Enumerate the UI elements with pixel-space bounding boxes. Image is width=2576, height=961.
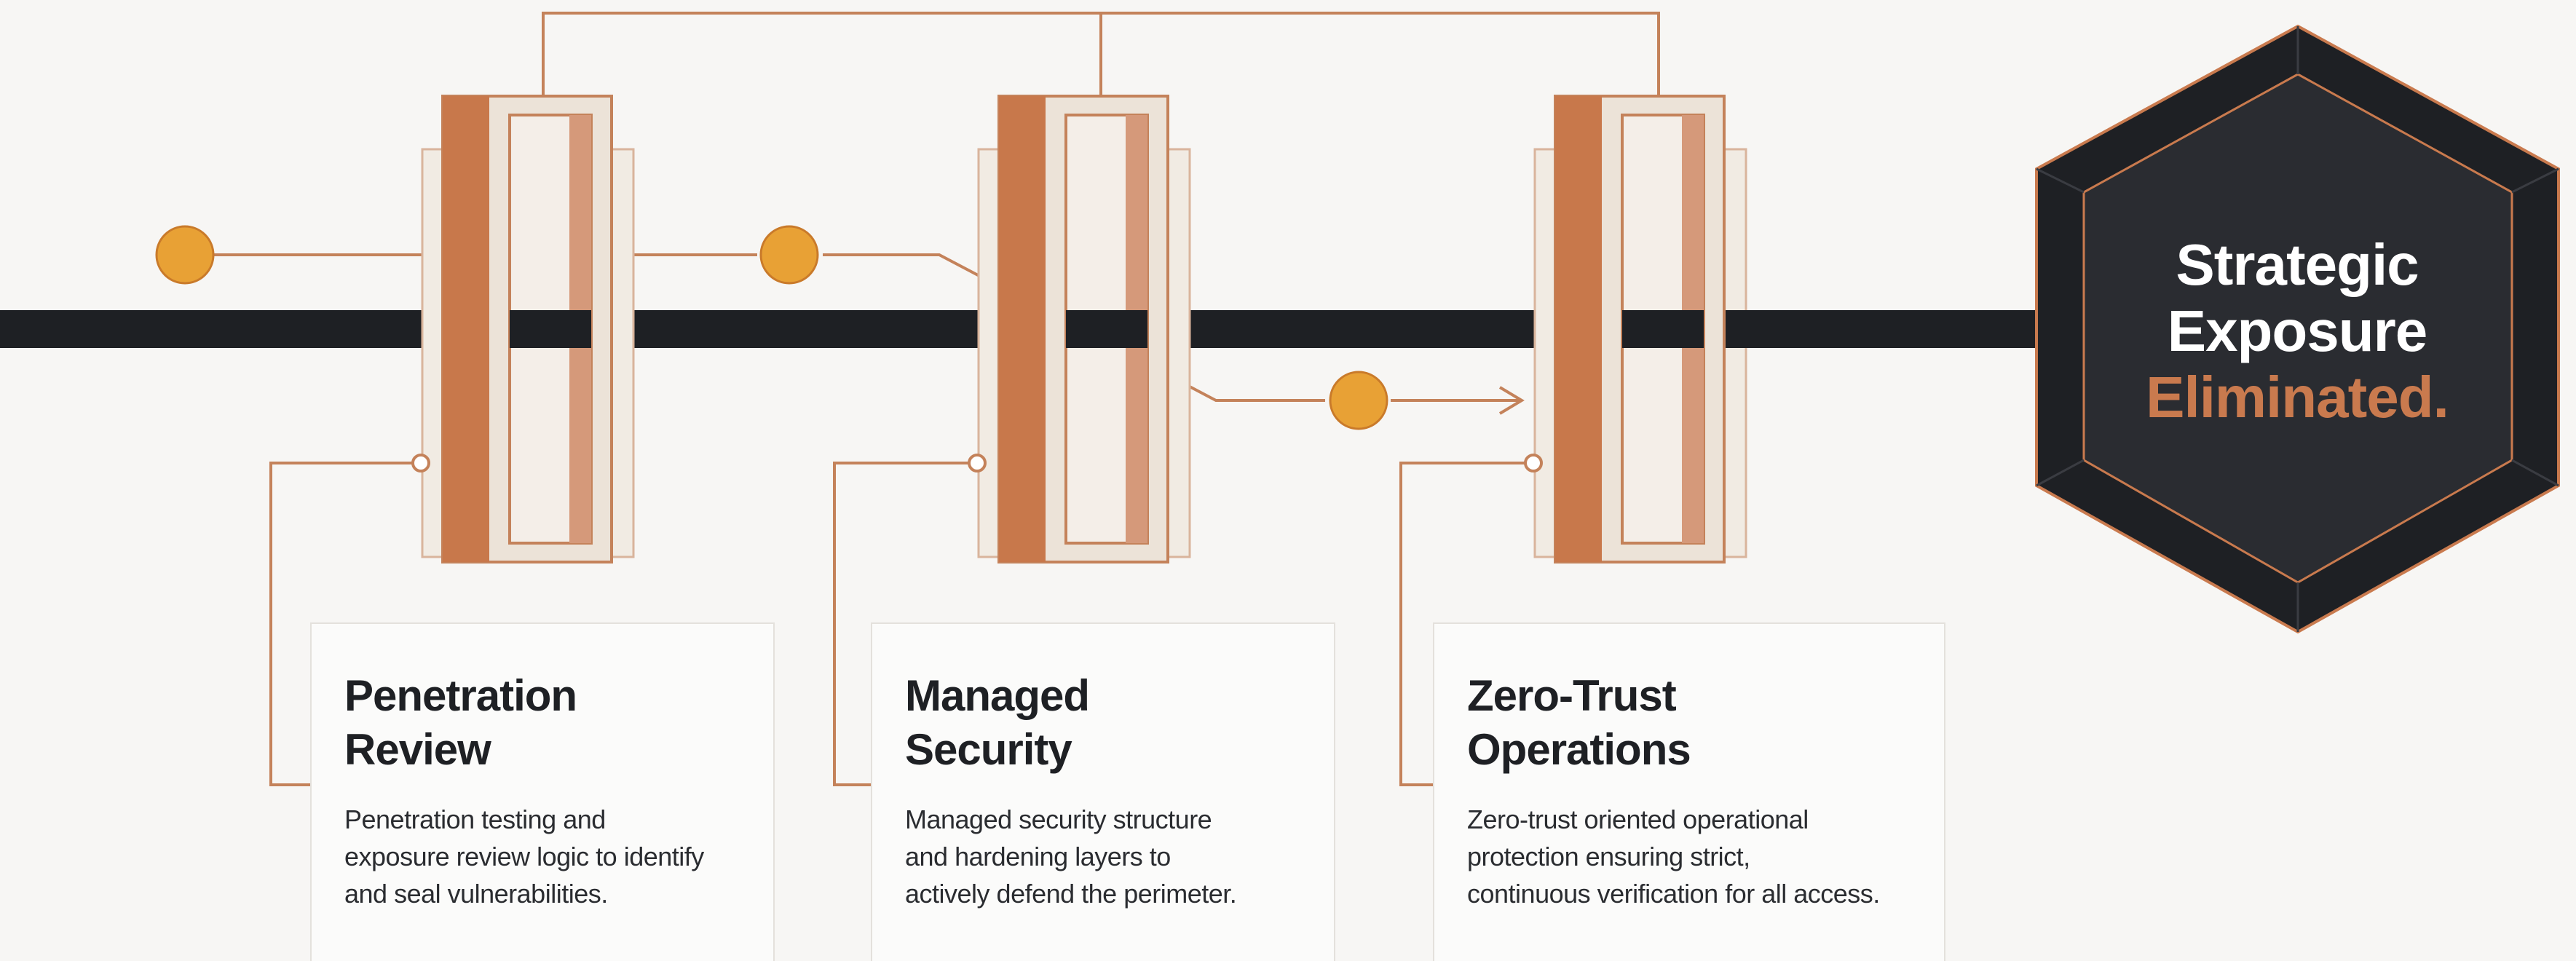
stage-title-line: Zero-Trust — [1467, 671, 1677, 720]
pipeline-bar-through — [510, 310, 2046, 348]
stage-title: Penetration Review — [344, 669, 781, 777]
stage-description-line: actively defend the perimeter. — [905, 879, 1237, 909]
goal-line-2: Exposure — [2167, 298, 2428, 363]
stage-title-line: Operations — [1467, 725, 1691, 774]
stage-description-line: continuous verification for all access. — [1467, 879, 1880, 909]
signal-node-3 — [1329, 371, 1388, 430]
stage-card-zero-trust-operations: Zero-Trust Operations Zero-trust oriente… — [1433, 622, 1945, 961]
stage-description-line: and seal vulnerabilities. — [344, 879, 608, 909]
goal-label: Strategic Exposure Eliminated. — [2035, 232, 2559, 430]
stage-title: Zero-Trust Operations — [1467, 669, 1904, 777]
goal-line-3: Eliminated. — [2146, 365, 2449, 430]
stage-card-managed-security: Managed Security Managed security struct… — [871, 622, 1335, 961]
stage-title-line: Review — [344, 725, 491, 774]
stage-description-line: protection ensuring strict, — [1467, 842, 1750, 871]
stage-card-penetration-review: Penetration Review Penetration testing a… — [310, 622, 775, 961]
stage-description: Managed security structure and hardening… — [905, 801, 1237, 912]
stage-title: Managed Security — [905, 669, 1342, 777]
filter-block-2 — [977, 95, 1191, 563]
signal-node-2 — [759, 225, 819, 285]
stage-title-line: Penetration — [344, 671, 577, 720]
card-connectors — [269, 462, 1533, 786]
top-connector — [542, 12, 1660, 95]
connector-ports — [411, 454, 1543, 472]
goal-hexagon — [2035, 24, 2560, 634]
stage-description-line: and hardening layers to — [905, 842, 1171, 871]
stage-title-line: Managed — [905, 671, 1090, 720]
goal-line-1: Strategic — [2176, 232, 2419, 297]
stage-description-line: exposure review logic to identify — [344, 842, 704, 871]
stage-description-line: Managed security structure — [905, 804, 1212, 834]
stage-description: Penetration testing and exposure review … — [344, 801, 704, 912]
stage-description: Zero-trust oriented operational protecti… — [1467, 801, 1880, 912]
stage-description-line: Zero-trust oriented operational — [1467, 804, 1809, 834]
stage-description-line: Penetration testing and — [344, 804, 606, 834]
stage-title-line: Security — [905, 725, 1072, 774]
signal-node-1 — [155, 225, 215, 285]
